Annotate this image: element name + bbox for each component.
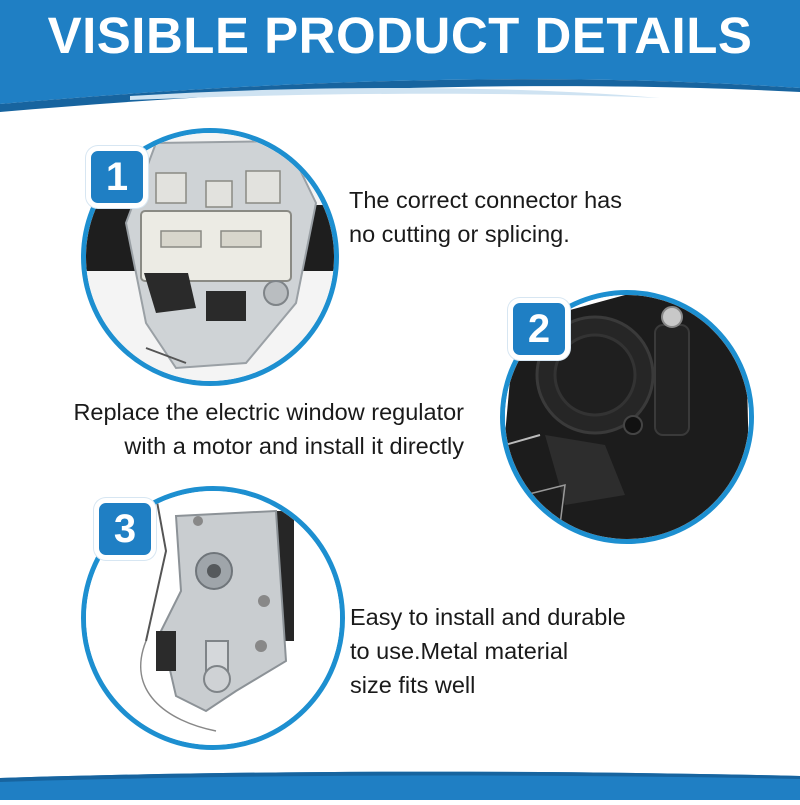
- feature-1-caption: The correct connector has no cutting or …: [349, 183, 622, 251]
- feature-3-caption-line: size fits well: [350, 672, 476, 698]
- metal-bracket-icon: [86, 491, 340, 745]
- header-band-shape: [0, 0, 800, 112]
- feature-2-caption: Replace the electric window regulator wi…: [73, 395, 464, 463]
- connector-icon: [86, 133, 334, 381]
- feature-2-number-badge: 2: [508, 298, 570, 360]
- feature-3-caption-line: to use.Metal material: [350, 638, 569, 664]
- feature-3-number-badge: 3: [94, 498, 156, 560]
- feature-3-caption-line: Easy to install and durable: [350, 604, 626, 630]
- header-banner: VISIBLE PRODUCT DETAILS: [0, 0, 800, 118]
- footer-band: [0, 770, 800, 800]
- feature-2-caption-line: with a motor and install it directly: [124, 433, 464, 459]
- page-title: VISIBLE PRODUCT DETAILS: [47, 7, 753, 64]
- feature-1-number-badge: 1: [86, 146, 148, 208]
- feature-1-caption-line: The correct connector has: [349, 187, 622, 213]
- feature-3-caption: Easy to install and durable to use.Metal…: [350, 600, 626, 702]
- feature-1-caption-line: no cutting or splicing.: [349, 221, 570, 247]
- footer-band-shape: [0, 771, 800, 800]
- feature-2-caption-line: Replace the electric window regulator: [73, 399, 464, 425]
- feature-3-image-circle: [81, 486, 345, 750]
